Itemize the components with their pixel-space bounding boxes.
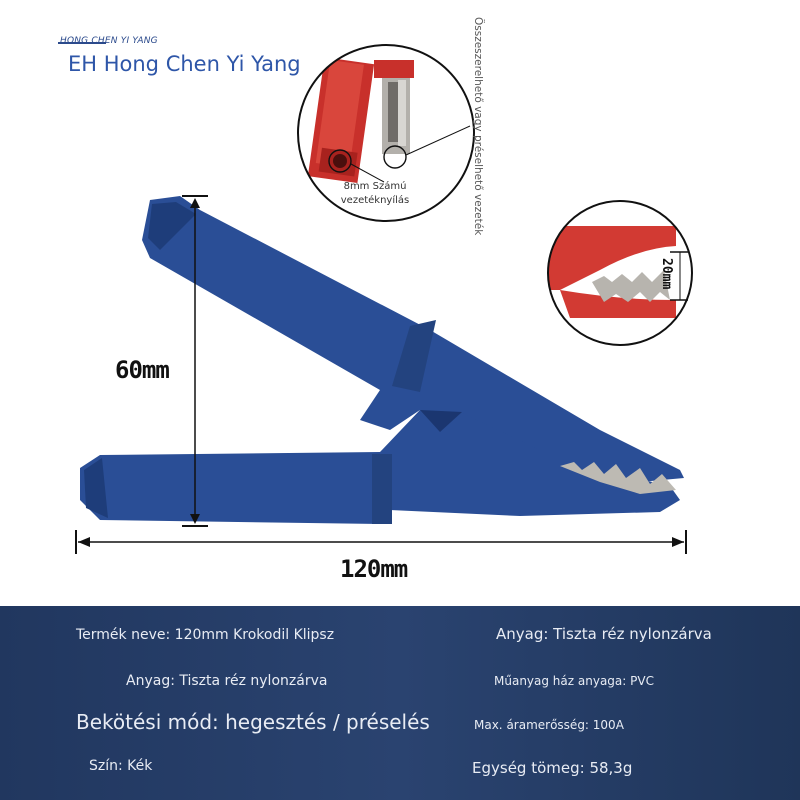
- jaw-size-label: 20mm: [659, 258, 674, 290]
- product-name-spec: Termék neve: 120mm Krokodil Klipsz: [76, 627, 335, 643]
- weight-spec: Egység tömeg: 58,3g: [472, 759, 633, 777]
- max-current-spec: Max. áramerősség: 100A: [474, 718, 624, 732]
- vertical-note: Összeszerelhető vagy préselhető vezeték: [472, 17, 484, 236]
- material-spec-left: Anyag: Tiszta réz nylonzárva: [126, 673, 328, 689]
- product-illustration: [75, 44, 693, 554]
- spec-panel: Termék neve: 120mm Krokodil Klipsz Anyag…: [0, 606, 800, 800]
- brand-title: EH Hong Chen Yi Yang: [68, 52, 301, 76]
- brand-small-label: HONG CHEN YI YANG: [60, 36, 158, 46]
- height-label: 60mm: [115, 356, 170, 384]
- brand-underline: [58, 42, 106, 44]
- alligator-clip: [80, 196, 684, 524]
- material-spec-right: Anyag: Tiszta réz nylonzárva: [496, 625, 712, 643]
- connection-spec: Bekötési mód: hegesztés / préselés: [76, 710, 430, 734]
- wire-hole-detail-circle: [297, 44, 475, 222]
- wire-hole-label: 8mm Számú vezetéknyílás: [340, 181, 410, 206]
- housing-spec: Műanyag ház anyaga: PVC: [494, 674, 654, 688]
- width-label: 120mm: [340, 555, 408, 583]
- color-spec: Szín: Kék: [89, 758, 153, 774]
- jaw-detail-circle: [547, 200, 693, 346]
- width-dimension: [75, 530, 687, 554]
- height-dimension: [182, 195, 208, 527]
